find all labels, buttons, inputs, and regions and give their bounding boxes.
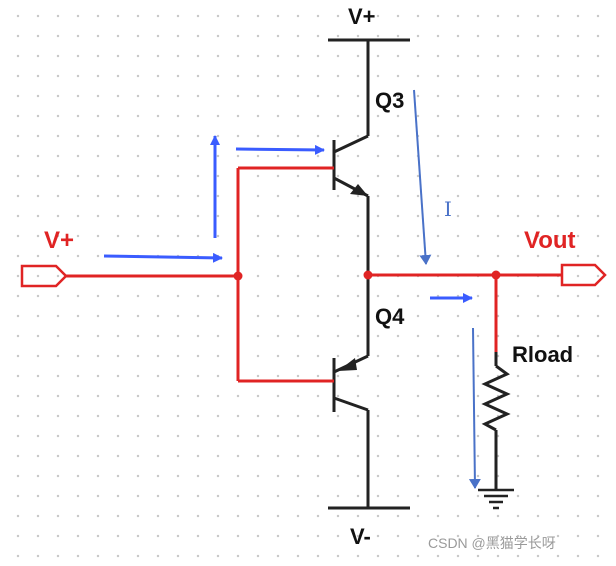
flow-arrows (103, 135, 473, 303)
q3-npn-transistor (332, 134, 370, 275)
input-junction-dot (233, 271, 243, 281)
output-junction-dot (491, 270, 501, 280)
current-label: I (444, 197, 452, 221)
input-port (20, 264, 68, 288)
load-current-arrow (468, 327, 481, 489)
q3-label: Q3 (375, 88, 404, 113)
signal-wiring (66, 166, 562, 383)
q3-emitter-arrow (350, 184, 368, 196)
rload-zigzag (481, 364, 511, 432)
rload-label: Rload (512, 342, 573, 367)
vplus-input-label: V+ (44, 227, 74, 254)
input-flow-arrow (103, 252, 223, 263)
current-arrows (413, 89, 481, 489)
vplus-top-label: V+ (348, 4, 376, 29)
q4-label: Q4 (375, 304, 405, 329)
q4-emitter-arrow (338, 358, 357, 371)
output-port (560, 263, 607, 287)
collector-current-arrow (413, 89, 432, 265)
q4-pnp-transistor (332, 275, 370, 412)
vminus-label: V- (350, 524, 371, 549)
q3-collector-lead (333, 134, 369, 154)
emitter-junction-dot (363, 270, 373, 280)
watermark: CSDN @黑猫学长呀 (428, 535, 556, 551)
vout-label: Vout (524, 227, 576, 254)
rload-resistor (481, 352, 511, 490)
base-flow-arrow (235, 144, 325, 155)
supply-rails (328, 38, 410, 510)
q4-collector-lead (333, 396, 369, 412)
ground-icon (478, 488, 514, 510)
